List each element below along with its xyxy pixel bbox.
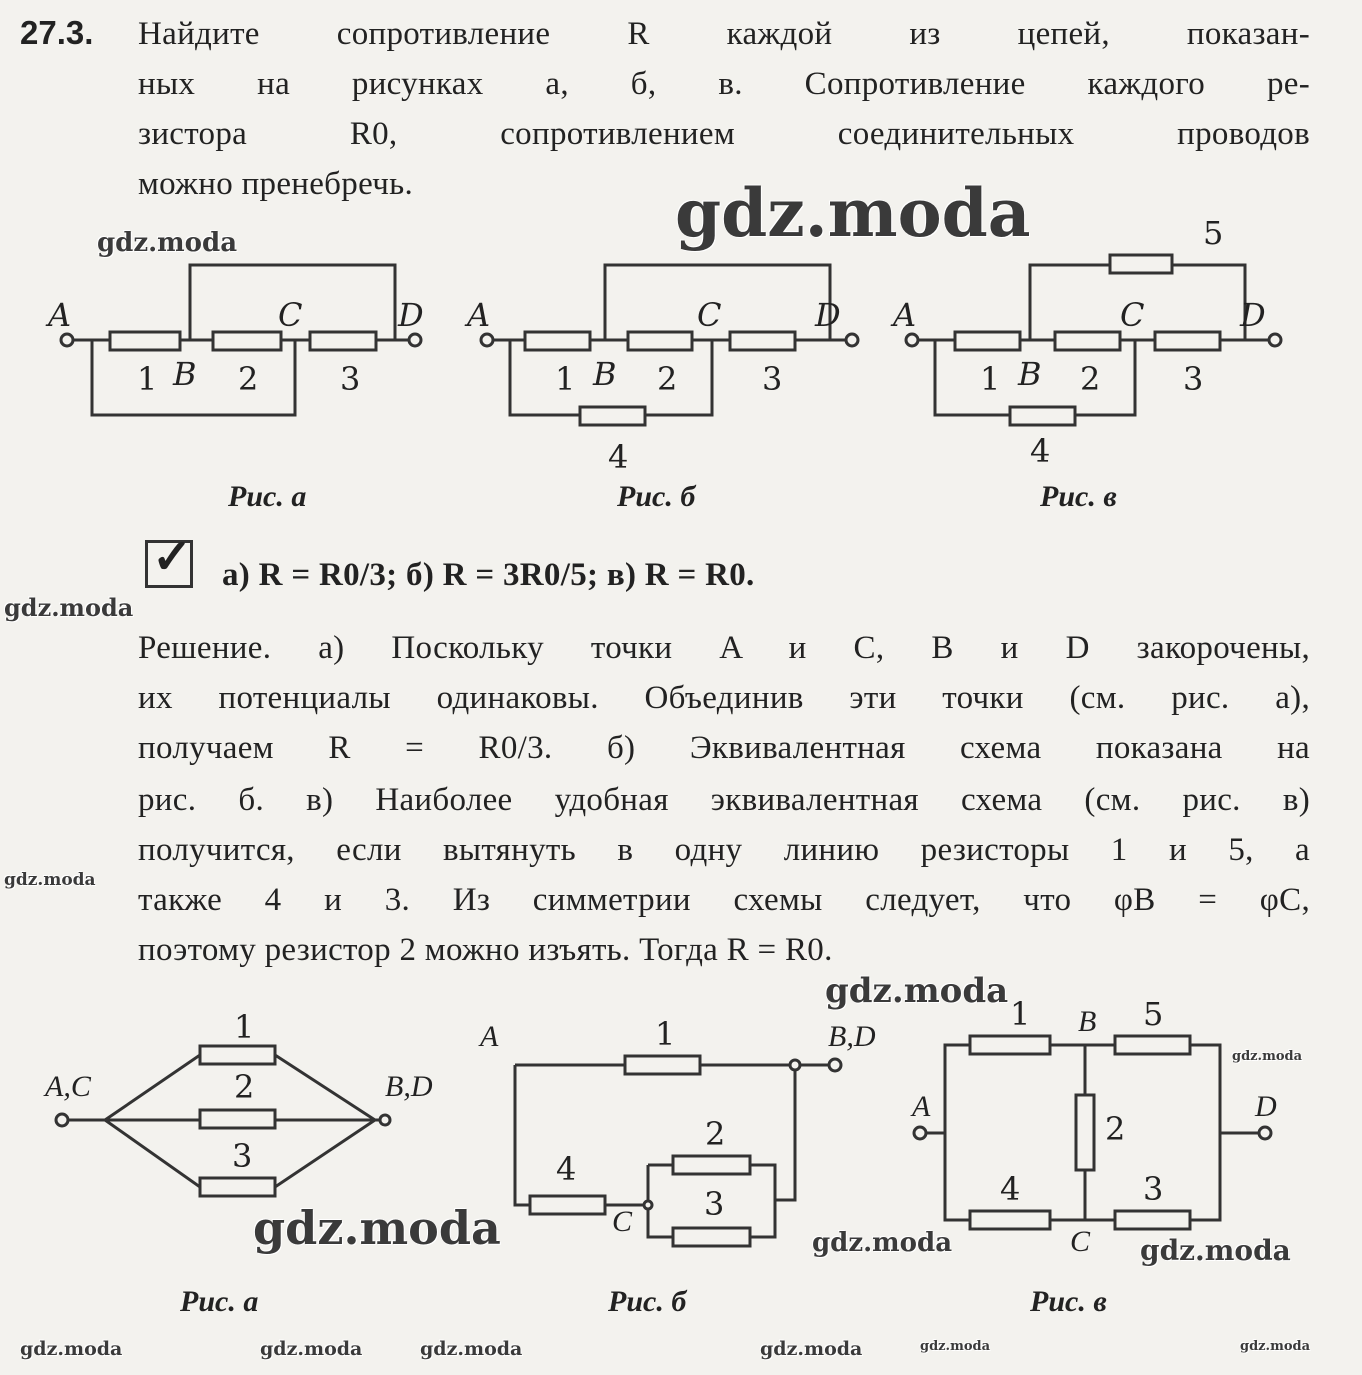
watermark: gdz.moda: [420, 1338, 523, 1360]
problem-line: зистора R0, сопротивлением соединительны…: [138, 116, 1310, 152]
watermark: gdz.moda: [825, 971, 1009, 1011]
svg-text:2: 2: [1105, 1110, 1125, 1148]
svg-text:B: B: [172, 355, 197, 393]
svg-text:B: B: [1017, 355, 1042, 393]
svg-text:A: A: [45, 296, 71, 334]
svg-text:A: A: [464, 296, 490, 334]
svg-text:3: 3: [704, 1185, 724, 1223]
watermark: gdz.moda: [4, 593, 134, 622]
figure-caption: Рис. в: [1030, 1285, 1107, 1318]
watermark: gdz.moda: [812, 1228, 953, 1258]
svg-text:D: D: [814, 296, 841, 334]
svg-text:2: 2: [234, 1068, 254, 1106]
svg-text:3: 3: [340, 360, 360, 398]
node-label: B,D: [385, 1070, 433, 1103]
svg-text:4: 4: [1030, 432, 1050, 470]
svg-text:C: C: [1120, 296, 1144, 334]
circuit-bottom-v: 1 5 2 4 3: [912, 995, 1273, 1231]
circuit-bottom-a: 1 2 3: [54, 1008, 392, 1198]
watermark: gdz.moda: [253, 1201, 501, 1255]
svg-text:4: 4: [556, 1150, 576, 1188]
svg-text:4: 4: [1000, 1170, 1020, 1208]
watermark: gdz.moda: [20, 1338, 123, 1360]
problem-line: ных на рисунках а, б, в. Сопротивление к…: [138, 66, 1310, 102]
node-label: A,C: [45, 1070, 91, 1103]
svg-text:2: 2: [238, 360, 258, 398]
watermark: gdz.moda: [760, 1338, 863, 1360]
svg-text:5: 5: [1143, 995, 1163, 1033]
solution-line: поэтому резистор 2 можно изъять. Тогда R…: [138, 932, 833, 968]
watermark: gdz.moda: [97, 228, 238, 258]
solution-line: Решение. а) Поскольку точки A и C, B и D…: [138, 630, 1310, 666]
figure-caption: Рис. в: [1040, 480, 1117, 513]
node-label: C: [1070, 1225, 1091, 1258]
svg-text:1: 1: [137, 360, 157, 398]
circuit-bottom-b: 1 2 3 4: [513, 1015, 843, 1248]
watermark: gdz.moda: [675, 174, 1031, 252]
watermark: gdz.moda: [1240, 1339, 1311, 1354]
solution-line: их потенциалы одинаковы. Объединив эти т…: [138, 680, 1310, 716]
node-label: C: [612, 1205, 633, 1238]
watermark: gdz.moda: [4, 870, 96, 890]
figure-caption: Рис. а: [228, 480, 307, 513]
node-label: B,D: [828, 1020, 876, 1053]
svg-text:3: 3: [232, 1137, 252, 1175]
svg-text:3: 3: [762, 360, 782, 398]
node-label: A: [480, 1020, 499, 1053]
checkbox-checked-icon: ✓: [145, 531, 193, 588]
figure-caption: Рис. а: [180, 1285, 259, 1318]
solution-line: также 4 и 3. Из симметрии схемы следует,…: [138, 882, 1310, 918]
figure-caption: Рис. б: [608, 1285, 687, 1318]
svg-text:1: 1: [980, 360, 1000, 398]
svg-text:2: 2: [657, 360, 677, 398]
svg-text:2: 2: [1080, 360, 1100, 398]
node-label: B: [1078, 1005, 1097, 1038]
svg-text:1: 1: [655, 1015, 675, 1053]
svg-text:2: 2: [705, 1115, 725, 1153]
watermark: gdz.moda: [260, 1338, 363, 1360]
svg-text:D: D: [397, 296, 424, 334]
node-label: D: [1255, 1090, 1277, 1123]
figure-caption: Рис. б: [617, 480, 696, 513]
watermark: gdz.moda: [1232, 1049, 1303, 1064]
problem-line: можно пренебречь.: [138, 166, 413, 202]
svg-text:1: 1: [234, 1008, 254, 1046]
svg-text:5: 5: [1203, 214, 1223, 252]
svg-text:C: C: [697, 296, 721, 334]
svg-text:C: C: [278, 296, 302, 334]
svg-text:4: 4: [608, 438, 628, 476]
node-label: A: [912, 1090, 931, 1123]
svg-text:1: 1: [1010, 995, 1030, 1033]
svg-text:3: 3: [1183, 360, 1203, 398]
problem-number: 27.3.: [20, 14, 94, 51]
problem-line: Найдите сопротивление R каждой из цепей,…: [138, 16, 1310, 52]
svg-text:D: D: [1239, 296, 1266, 334]
watermark: gdz.moda: [920, 1339, 991, 1354]
solution-line: рис. б. в) Наиболее удобная эквивалентна…: [138, 782, 1310, 818]
svg-text:B: B: [592, 355, 617, 393]
svg-text:1: 1: [555, 360, 575, 398]
svg-text:3: 3: [1143, 1170, 1163, 1208]
svg-text:A: A: [890, 296, 916, 334]
solution-line: получится, если вытянуть в одну линию ре…: [138, 832, 1310, 868]
solution-line: получаем R = R0/3. б) Эквивалентная схем…: [138, 730, 1310, 766]
answer: а) R = R0/3; б) R = 3R0/5; в) R = R0.: [222, 557, 755, 593]
watermark: gdz.moda: [1140, 1234, 1291, 1267]
